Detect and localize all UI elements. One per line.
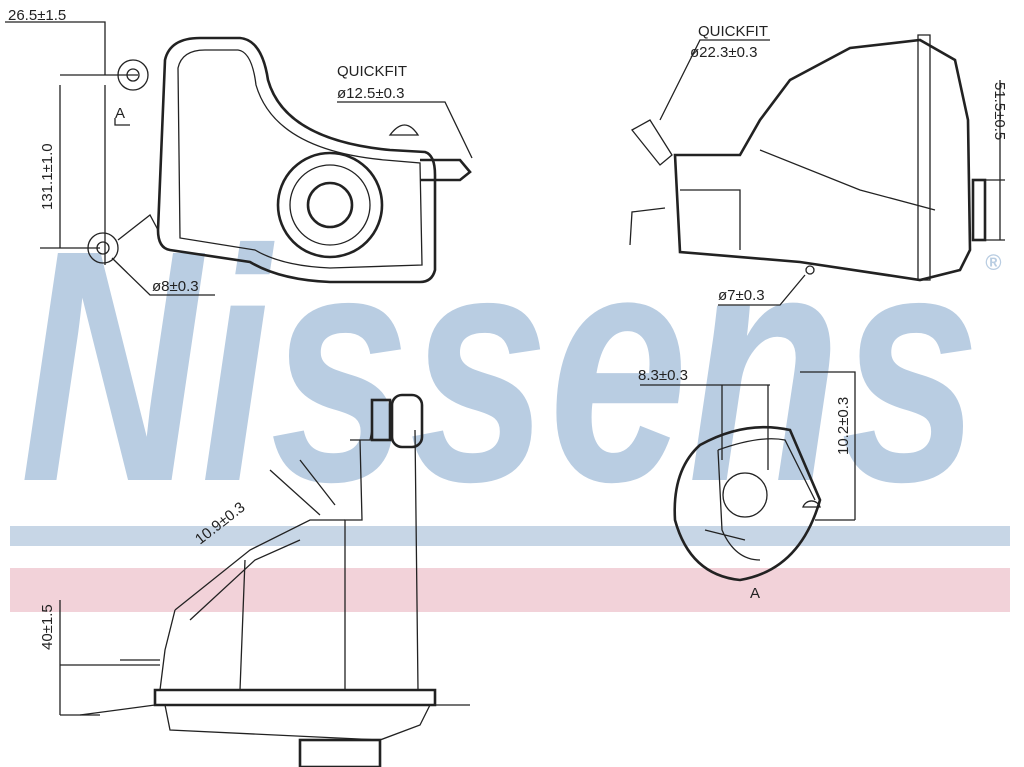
hole-diameter-7: ø7±0.3 [718, 287, 765, 304]
quickfit-label-left: QUICKFIT [337, 63, 407, 80]
dim-height-40: 40±1.5 [39, 604, 56, 650]
quickfit-diameter-left: ø12.5±0.3 [337, 85, 404, 102]
detail-a-view: 8.3±0.3 10.2±0.3 A [638, 367, 856, 602]
dim-height-10-2: 10.2±0.3 [835, 397, 852, 455]
watermark-brand: Nissens [20, 181, 980, 550]
mount-hole-diameter: ø8±0.3 [152, 278, 199, 295]
top-right-view: QUICKFIT ø22.3±0.3 51.5±0.5 ø7±0.3 [629, 23, 1008, 306]
watermark: Nissens ® [10, 181, 1010, 612]
section-label-a: A [115, 105, 125, 122]
dim-height-131-1: 131.1±1.0 [39, 143, 56, 210]
top-left-view: 26.5±1.5 131.1±1.0 A QUICKFIT ø12.5±0.3 … [5, 7, 473, 296]
dim-width-26-5: 26.5±1.5 [8, 7, 66, 24]
detail-label-a: A [750, 585, 760, 602]
watermark-stripe-blue [10, 526, 1010, 546]
quickfit-diameter-right: ø22.3±0.3 [690, 44, 757, 61]
dim-height-51-5: 51.5±0.5 [991, 82, 1008, 140]
watermark-registered: ® [985, 250, 1002, 275]
dim-width-8-3: 8.3±0.3 [638, 367, 688, 384]
watermark-stripe-pink [10, 568, 1010, 612]
quickfit-label-right: QUICKFIT [698, 23, 768, 40]
